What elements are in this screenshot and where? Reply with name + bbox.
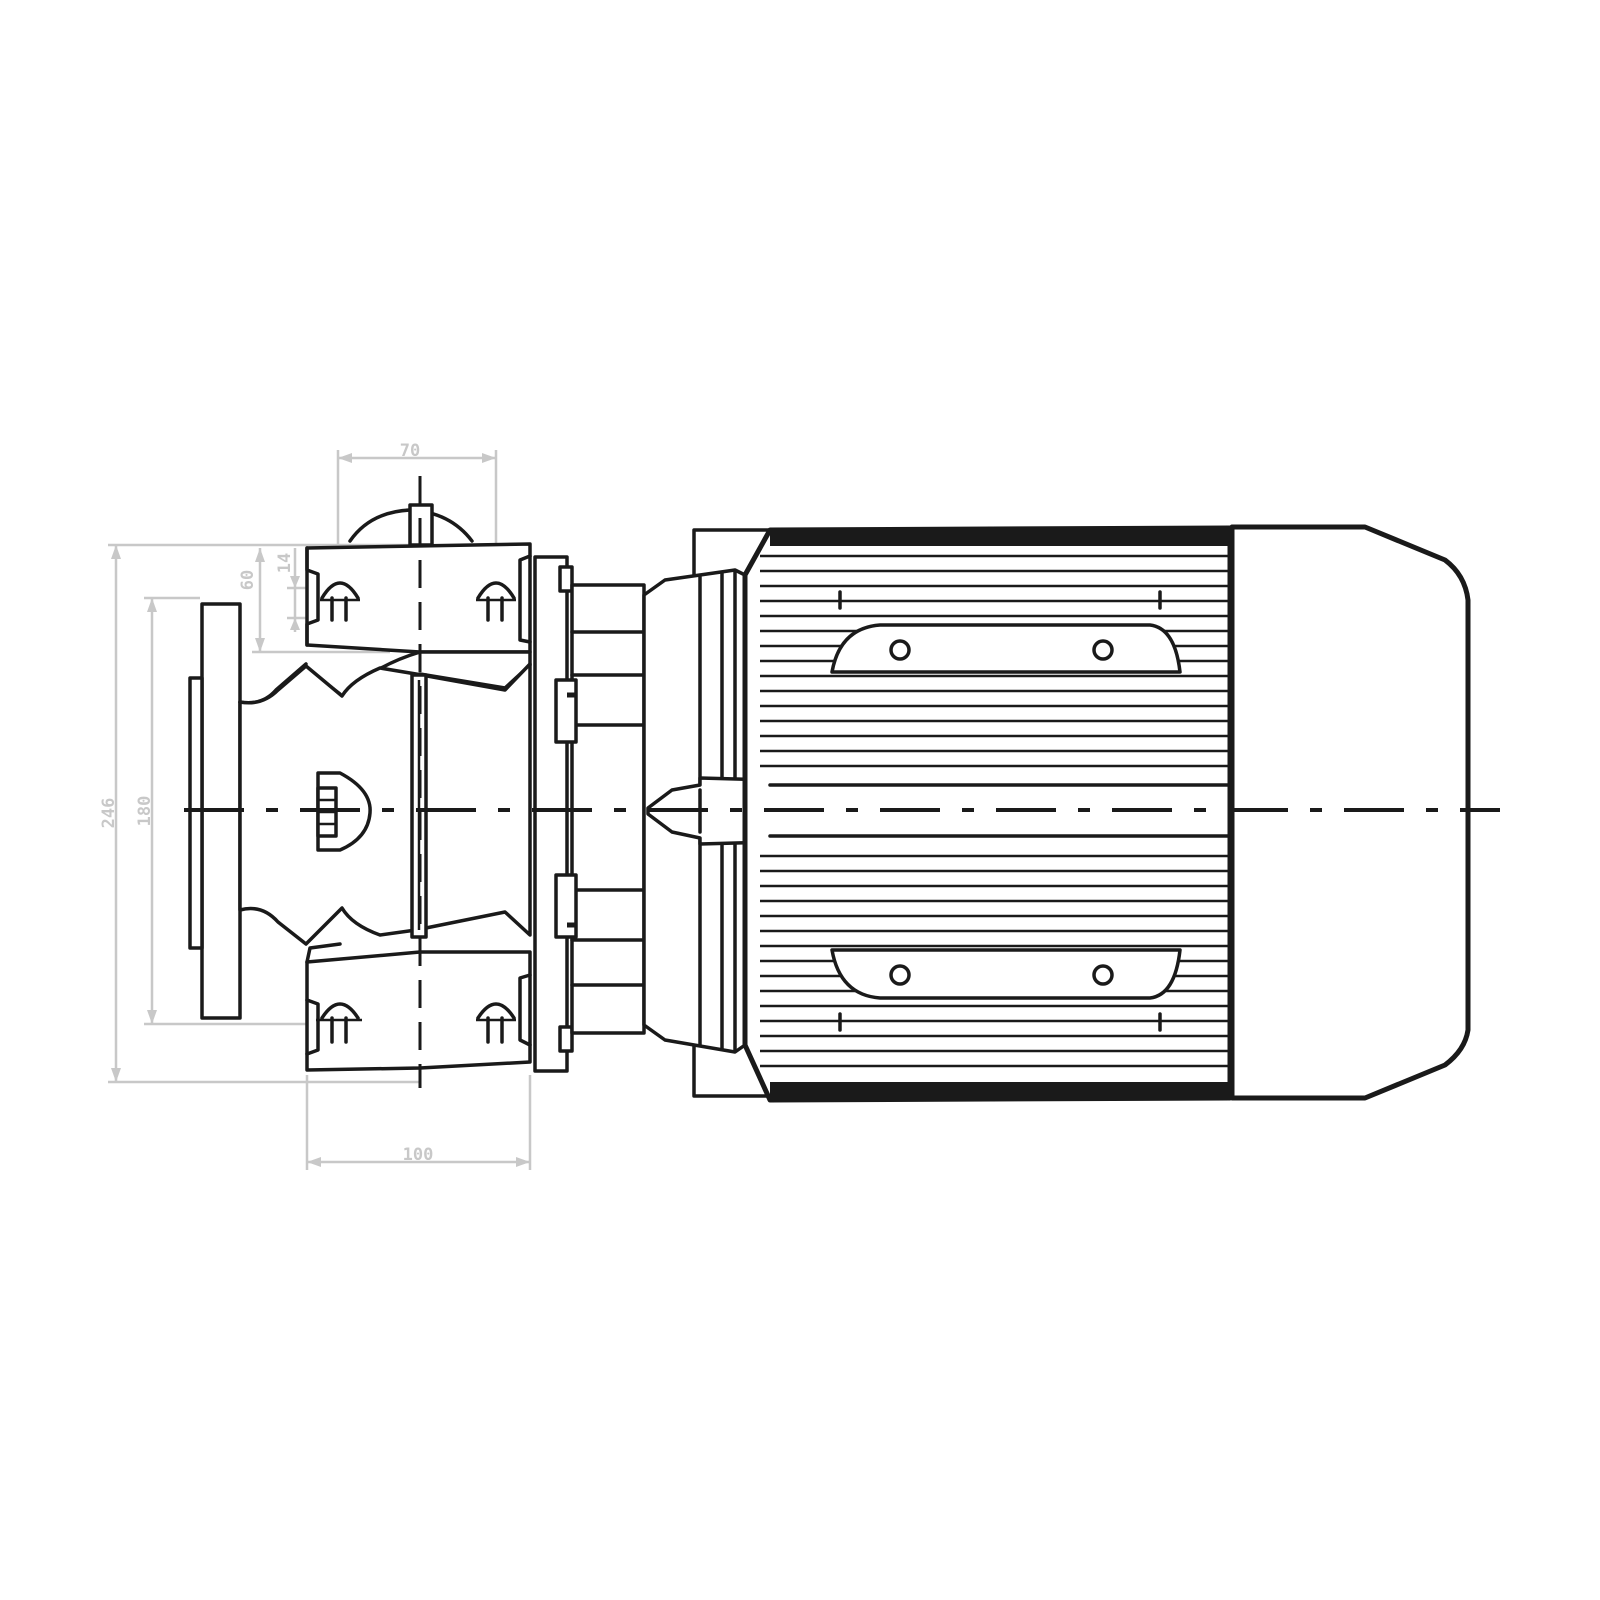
motor-finned-body (742, 525, 1233, 1103)
motor (642, 524, 1471, 1103)
plate-hole (1092, 639, 1114, 661)
motor-fan-cover (1229, 524, 1471, 1101)
bracket-window-upper (554, 678, 578, 744)
top-bolt-left (320, 581, 360, 622)
plate-hole (889, 964, 911, 986)
bottom-bolt-right (476, 1002, 516, 1044)
dim-label-top-width: 70 (400, 441, 420, 461)
volute-casing (238, 662, 532, 946)
bearing-bracket (533, 555, 646, 1073)
dim-label-hole-diameter: 14 (275, 553, 295, 573)
pump-head (188, 476, 532, 1088)
motor-plate-top (830, 623, 1182, 674)
inlet-flange-face (188, 676, 204, 950)
dim-label-hole-offset: 60 (238, 570, 258, 590)
dim-label-overall-height: 246 (99, 798, 119, 829)
dim-label-flange-height: 180 (135, 796, 155, 827)
plate-hole (1092, 964, 1114, 986)
motor-plate-bottom (830, 948, 1182, 1000)
dimension-labels: 70 100 246 180 60 14 (99, 441, 433, 1165)
dimension-lines (108, 450, 532, 1170)
bottom-bolt-left (316, 1002, 362, 1044)
top-bolt-right (476, 581, 516, 622)
plate-hole (889, 639, 911, 661)
dim-label-bottom-width: 100 (403, 1145, 434, 1165)
bracket-window-lower (554, 873, 578, 939)
